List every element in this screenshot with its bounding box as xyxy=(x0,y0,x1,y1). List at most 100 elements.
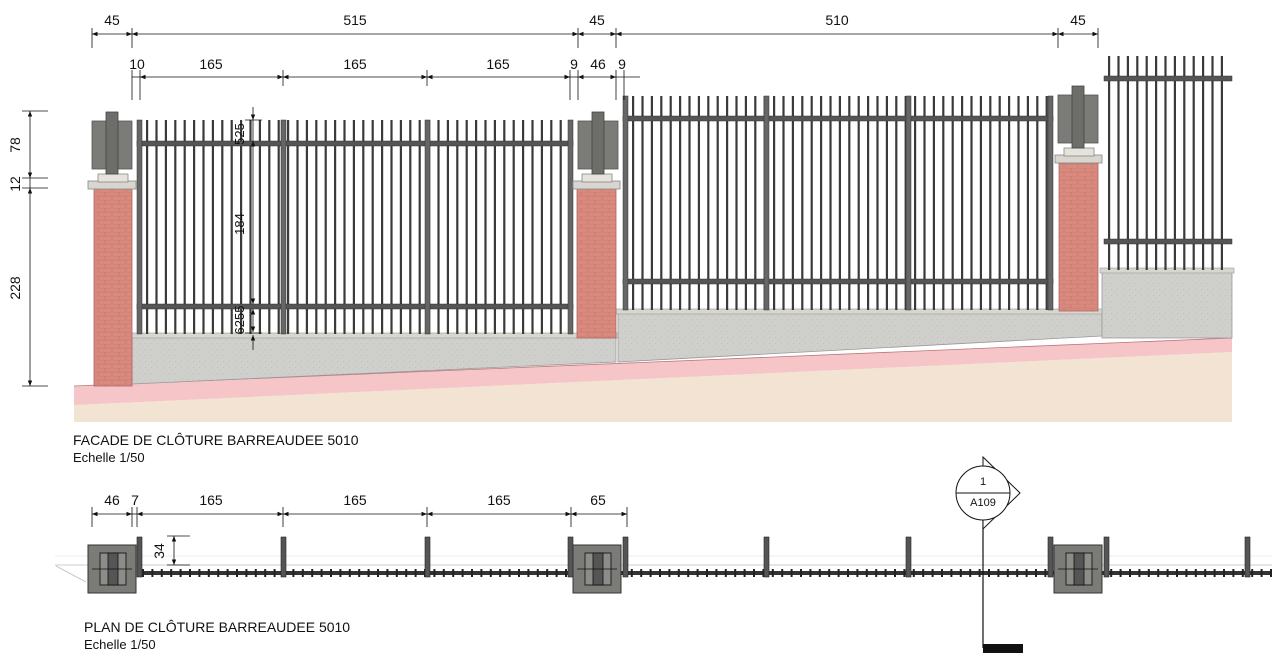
plan-title: PLAN DE CLÔTURE BARREAUDEE 5010 xyxy=(84,619,351,635)
plan-bar xyxy=(442,569,445,577)
fence-bar xyxy=(334,120,337,334)
fence-bar xyxy=(315,120,318,334)
plan-bar xyxy=(856,569,859,577)
fence-bar xyxy=(951,96,954,310)
plan-bar xyxy=(997,569,1000,577)
fence-bar xyxy=(1126,56,1129,270)
plan-bar xyxy=(912,569,915,577)
plan-bar xyxy=(659,569,661,577)
fence-bar xyxy=(829,96,832,310)
plan-pillar-1 xyxy=(87,544,137,594)
plan-bar xyxy=(865,569,868,577)
dim-top-4: 45 xyxy=(1070,12,1086,28)
dim-top-2: 45 xyxy=(589,12,605,28)
fence-bar xyxy=(493,120,496,334)
plan-bar xyxy=(894,569,896,577)
plan-bar xyxy=(931,569,934,577)
plan-rail xyxy=(138,571,1272,575)
plan-bar xyxy=(1260,569,1263,577)
fence-bar xyxy=(1211,56,1214,270)
dimensions-vertical-left xyxy=(22,110,48,387)
fence-bar xyxy=(362,120,365,334)
fence-bar xyxy=(632,96,635,310)
dim-second-1: 165 xyxy=(199,56,223,72)
facade-scale: Echelle 1/50 xyxy=(73,450,145,465)
fence-bar xyxy=(1036,96,1039,310)
plan-bar xyxy=(922,569,925,577)
fence-bar xyxy=(305,120,308,334)
fence-bar xyxy=(923,96,926,310)
plan-bar xyxy=(1147,569,1150,577)
plan-bar xyxy=(471,569,473,577)
plan-post xyxy=(567,536,574,578)
fence-bar xyxy=(475,120,478,334)
fence-bar xyxy=(522,120,525,334)
fence-bar xyxy=(503,120,506,334)
dim-vertical-2: 228 xyxy=(7,276,23,300)
fence-bar xyxy=(895,96,898,310)
fence-bar xyxy=(531,120,534,334)
plan-bar xyxy=(226,569,229,577)
plan-view: 46 7 165 165 165 65 34 1 A109 xyxy=(55,455,1272,653)
plan-bar xyxy=(828,569,831,577)
fence-bar xyxy=(296,120,299,334)
plan-post xyxy=(1103,536,1110,578)
fence-bar xyxy=(146,120,149,334)
fence-bar xyxy=(697,96,700,310)
fence-bar xyxy=(164,120,167,334)
fence-bar xyxy=(1145,56,1148,270)
plan-bar xyxy=(734,569,737,577)
fence-bar xyxy=(550,120,553,334)
plan-bar xyxy=(1138,569,1141,577)
plan-bar xyxy=(706,569,708,577)
fence-bar xyxy=(1155,56,1158,270)
fence-bar xyxy=(249,120,252,334)
plan-bar xyxy=(189,569,191,577)
plan-post xyxy=(622,536,629,578)
plan-bar xyxy=(959,569,962,577)
plan-post xyxy=(136,536,143,578)
plan-bar xyxy=(198,569,201,577)
plan-bar xyxy=(715,569,718,577)
dim-top-1: 515 xyxy=(343,12,367,28)
fence-bar xyxy=(876,96,879,310)
plan-bar xyxy=(565,569,567,577)
fence-bar xyxy=(679,96,682,310)
fence-bar xyxy=(1202,56,1205,270)
fence-bar xyxy=(287,120,290,334)
fence-bar xyxy=(399,120,402,334)
fence-bar xyxy=(1008,96,1011,310)
plan-bar xyxy=(527,569,530,577)
plan-bar xyxy=(217,569,220,577)
fence-bar xyxy=(641,96,644,310)
pink-strip xyxy=(74,338,1232,405)
fence-bar xyxy=(512,120,515,334)
fence-bar xyxy=(650,96,653,310)
plan-bar xyxy=(546,569,549,577)
plan-bar xyxy=(1025,569,1028,577)
dim-second-3: 165 xyxy=(486,56,510,72)
fence-bar xyxy=(1045,96,1048,310)
plan-scale: Echelle 1/50 xyxy=(84,637,156,652)
plan-bar xyxy=(160,569,163,577)
fence-bar xyxy=(914,96,917,310)
plan-bar xyxy=(367,569,370,577)
fence-bar xyxy=(773,96,776,310)
plan-bar xyxy=(236,569,238,577)
plan-bar xyxy=(677,569,680,577)
plan-dimensions xyxy=(91,507,628,566)
plan-bar xyxy=(649,569,652,577)
fence-bar xyxy=(801,96,804,310)
ground-fill xyxy=(74,352,1232,422)
dimensions-top xyxy=(91,28,1099,48)
plan-bar xyxy=(743,569,746,577)
fence-bar xyxy=(716,96,719,310)
plan-post xyxy=(905,536,912,578)
plan-pillar-3 xyxy=(1053,544,1103,594)
fence-bars xyxy=(146,56,1223,334)
plan-dim-3: 165 xyxy=(343,492,367,508)
fence-bar xyxy=(707,96,710,310)
plan-bar xyxy=(330,569,332,577)
plan-bar xyxy=(1270,569,1272,577)
